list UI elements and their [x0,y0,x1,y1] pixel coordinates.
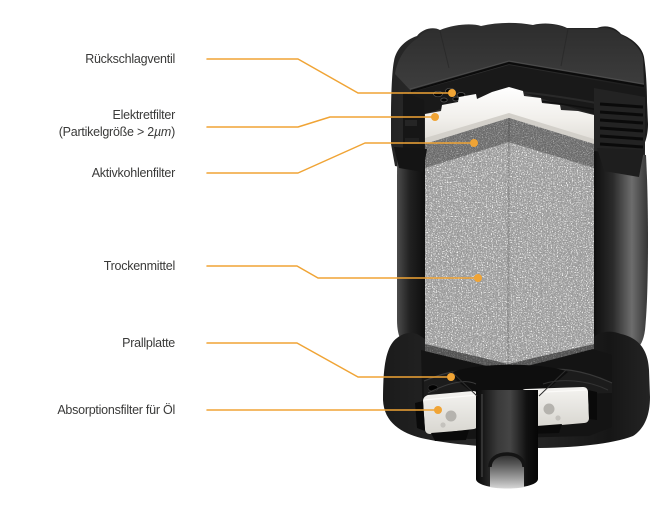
callout-label-aktivkohlenfilter: Aktivkohlenfilter [91,166,176,180]
baffle-curve-highlight [542,380,609,391]
tube-flare-edge [538,369,567,397]
cap-skirt-tab-right [597,148,644,177]
callout-line-elektretfilter [206,116,432,128]
body-wall-left [397,150,425,352]
callout-dot-prallplatte [447,373,455,381]
callout-label-trockenmittel: Trockenmittel [103,259,176,273]
callout-dot-rueckschlagventil [448,89,456,97]
pad-mark [555,415,561,421]
callout-label-prallplatte: Prallplatte [122,336,175,350]
callout-dot-elektretfilter [431,113,439,121]
pad-mark [543,403,555,415]
callout-line-aktivkohlenfilter [206,142,471,174]
cap-seam-line [439,30,450,69]
base-rib [431,430,469,441]
cutaway-edge [410,61,645,93]
pad-side-shadow [415,401,425,431]
callout-line-rueckschlagventil [206,58,450,94]
cut-seam [507,117,510,372]
callout-dot-trockenmittel [474,274,482,282]
tube-bore [490,454,524,489]
callout-line-prallplatte [206,342,448,378]
electret-filter-shade [425,113,594,145]
cap-inner-step [405,138,419,144]
callout-label-elektretfilter: Elektretfilter (Partikelgröße > 2µm) [58,107,176,141]
callout-label-elektretfilter-line2: (Partikelgröße > 2µm) [58,125,175,139]
cap-seam-line [560,28,569,67]
tube-flare-edge [451,371,478,397]
callout-leaders [206,58,482,414]
pad-top-highlight [423,394,478,401]
cutaway-edge-highlight [409,60,645,90]
callout-label-elektretfilter-line1: Elektretfilter [112,108,176,122]
callout-line-trockenmittel [206,265,475,279]
callout-dot-aktivkohlenfilter [470,139,478,147]
cartridge-body [394,147,648,354]
cap-inner-step [405,120,417,126]
callout-label-absorptionsfilter: Absorptionsfilter für Öl [57,403,175,417]
pad-mark [445,410,457,422]
pad-mark [440,422,446,428]
baffle-curve-highlight [427,381,477,394]
body-wall-right [594,151,648,354]
cap-skirt-tab-left [394,147,427,172]
bore-inner-shadow [488,452,526,468]
pad-side-shadow [588,390,597,420]
check-valve-plate [409,65,646,118]
cap-top-face [395,23,644,92]
baffle-funnel [448,364,568,396]
callout-label-rueckschlagventil: Rückschlagventil [85,52,175,66]
callout-dot-absorptionsfilter [434,406,442,414]
cap-thread-ribs [599,102,644,157]
filter-layers [425,87,594,372]
outlet-tube [451,369,567,489]
